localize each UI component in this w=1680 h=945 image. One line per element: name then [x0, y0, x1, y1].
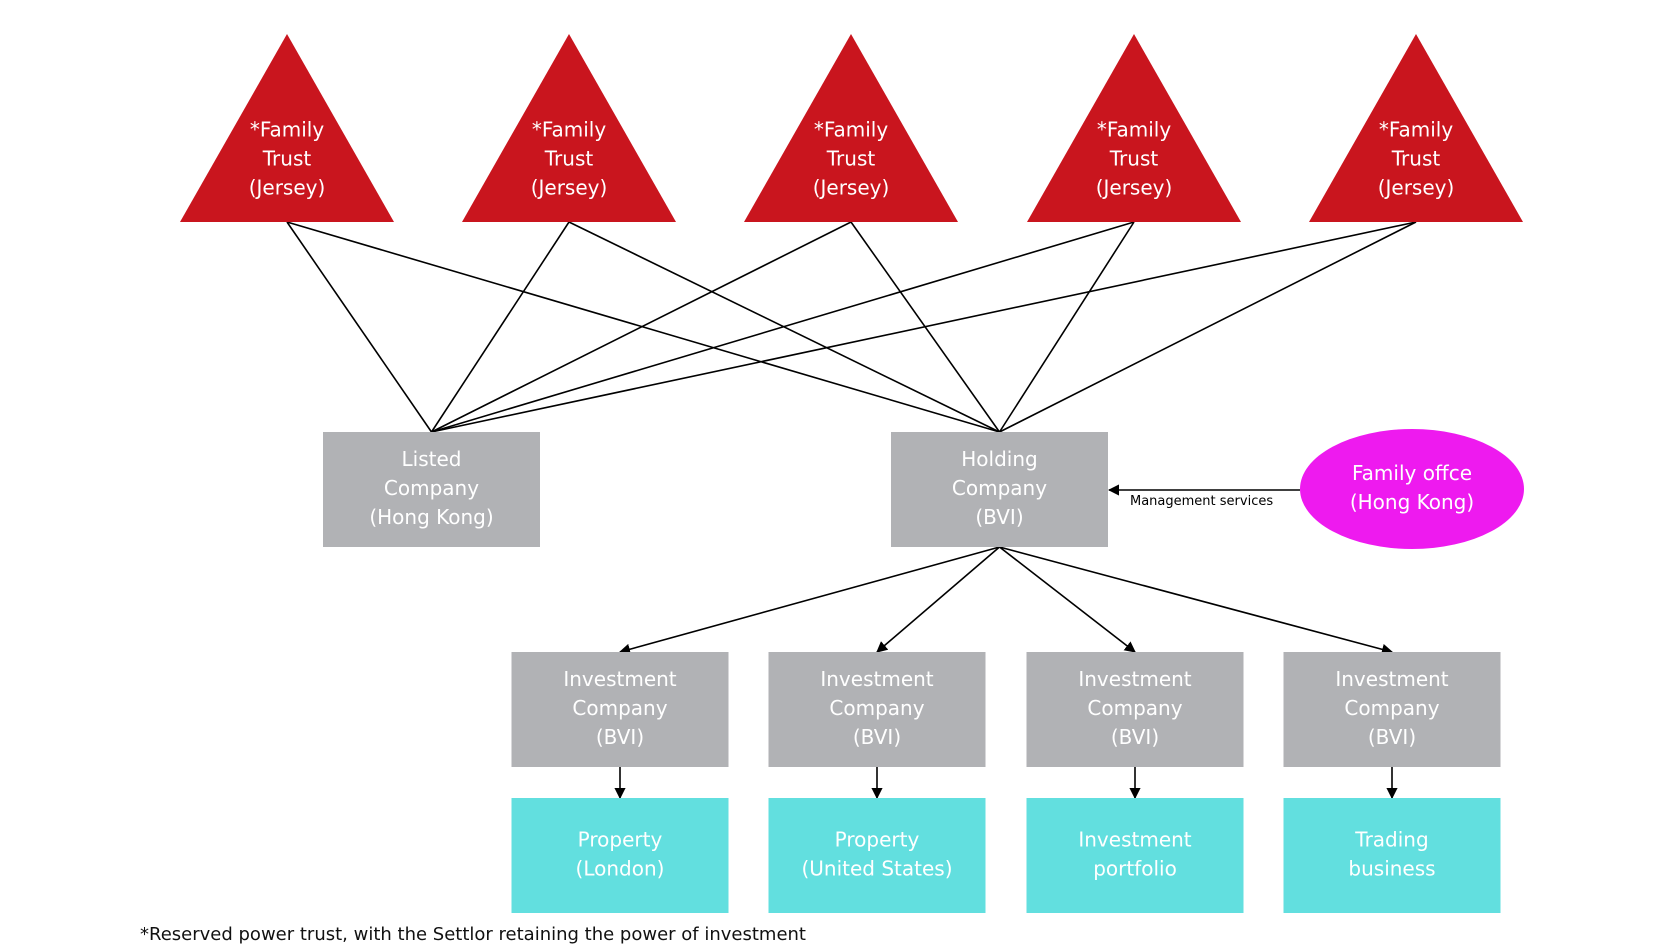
holding-to-investment-1-arrow — [618, 546, 1000, 655]
investment-company-2-label-line-2: Company — [829, 696, 924, 720]
holding-to-investment-4-arrow — [999, 546, 1394, 655]
family-office-label-line-2: (Hong Kong) — [1350, 490, 1474, 514]
family-trust-2-label-line-1: *Family — [532, 118, 607, 142]
asset-4-label-line-2: business — [1348, 857, 1435, 881]
investment-company-4-label-line-3: (BVI) — [1368, 725, 1416, 749]
family-trust-1 — [180, 34, 394, 222]
family-trust-1-label-line-2: Trust — [262, 147, 312, 171]
asset-1-label-line-2: (London) — [576, 857, 665, 881]
trust-4-to-holding-line — [998, 221, 1135, 433]
investment-company-4-box — [1283, 652, 1501, 767]
family-trust-5-label-line-3: (Jersey) — [1378, 176, 1455, 200]
trust-1-to-listed-line — [286, 221, 433, 433]
asset-2-box — [768, 798, 986, 913]
investment-company-2-label-line-1: Investment — [820, 667, 933, 691]
diagram-nodes — [180, 34, 1524, 913]
asset-2-label-line-1: Property — [835, 828, 920, 852]
holding-company-label-line-2: Company — [952, 476, 1047, 500]
investment-company-3-label-line-1: Investment — [1078, 667, 1191, 691]
holding-company-box — [891, 432, 1108, 547]
family-trust-2-label-line-3: (Jersey) — [531, 176, 608, 200]
family-trust-3 — [744, 34, 958, 222]
trust-5-to-holding-line — [999, 221, 1417, 433]
footnote: *Reserved power trust, with the Settlor … — [140, 924, 806, 945]
investment-company-2-box — [768, 652, 986, 767]
family-trust-2 — [462, 34, 676, 222]
asset-1-box — [511, 798, 729, 913]
asset-3-label-line-2: portfolio — [1093, 857, 1177, 881]
family-trust-5-label-line-1: *Family — [1379, 118, 1454, 142]
investment-company-1-box — [511, 652, 729, 767]
family-trust-5-label-line-2: Trust — [1391, 147, 1441, 171]
trust-2-to-listed-line — [430, 221, 570, 433]
asset-4-box — [1283, 798, 1501, 913]
family-trust-2-label-line-2: Trust — [544, 147, 594, 171]
investment-company-1-label-line-2: Company — [572, 696, 667, 720]
management-services-label: Management services — [1130, 494, 1273, 509]
investment-company-1-label-line-1: Investment — [563, 667, 676, 691]
investment-company-4-label-line-1: Investment — [1335, 667, 1448, 691]
asset-4-label-line-1: Trading — [1354, 828, 1428, 852]
family-trust-4 — [1027, 34, 1241, 222]
connector-lines — [286, 221, 1417, 800]
asset-1-label-line-1: Property — [578, 828, 663, 852]
holding-company-label-line-1: Holding — [961, 447, 1037, 471]
family-trust-4-label-line-1: *Family — [1097, 118, 1172, 142]
listed-company-label-line-1: Listed — [402, 447, 462, 471]
family-trust-3-label-line-3: (Jersey) — [813, 176, 890, 200]
investment-company-4-label-line-2: Company — [1344, 696, 1439, 720]
family-office-label-line-1: Family offce — [1352, 461, 1472, 485]
family-trust-3-label-line-1: *Family — [814, 118, 889, 142]
family-trust-4-label-line-2: Trust — [1109, 147, 1159, 171]
family-trust-4-label-line-3: (Jersey) — [1096, 176, 1173, 200]
investment-company-3-label-line-3: (BVI) — [1111, 725, 1159, 749]
holding-company-label-line-3: (BVI) — [975, 505, 1023, 529]
family-trust-5 — [1309, 34, 1523, 222]
asset-2-label-line-2: (United States) — [801, 857, 952, 881]
investment-company-1-label-line-3: (BVI) — [596, 725, 644, 749]
family-trust-3-label-line-2: Trust — [826, 147, 876, 171]
trust-3-to-listed-line — [431, 221, 852, 433]
listed-company-label-line-3: (Hong Kong) — [369, 505, 493, 529]
holding-to-investment-3-arrow — [999, 546, 1136, 653]
investment-company-3-box — [1026, 652, 1244, 767]
trust-5-to-listed-line — [431, 221, 1417, 433]
family-trust-1-label-line-3: (Jersey) — [249, 176, 326, 200]
listed-company-box — [323, 432, 540, 547]
family-office-ellipse — [1300, 429, 1524, 549]
investment-company-2-label-line-3: (BVI) — [853, 725, 901, 749]
listed-company-label-line-2: Company — [384, 476, 479, 500]
family-trust-1-label-line-1: *Family — [250, 118, 325, 142]
trust-4-to-listed-line — [431, 221, 1135, 433]
holding-to-investment-2-arrow — [876, 546, 1001, 653]
asset-3-label-line-1: Investment — [1078, 828, 1191, 852]
trust-1-to-holding-line — [286, 221, 1000, 433]
asset-3-box — [1026, 798, 1244, 913]
investment-company-3-label-line-2: Company — [1087, 696, 1182, 720]
